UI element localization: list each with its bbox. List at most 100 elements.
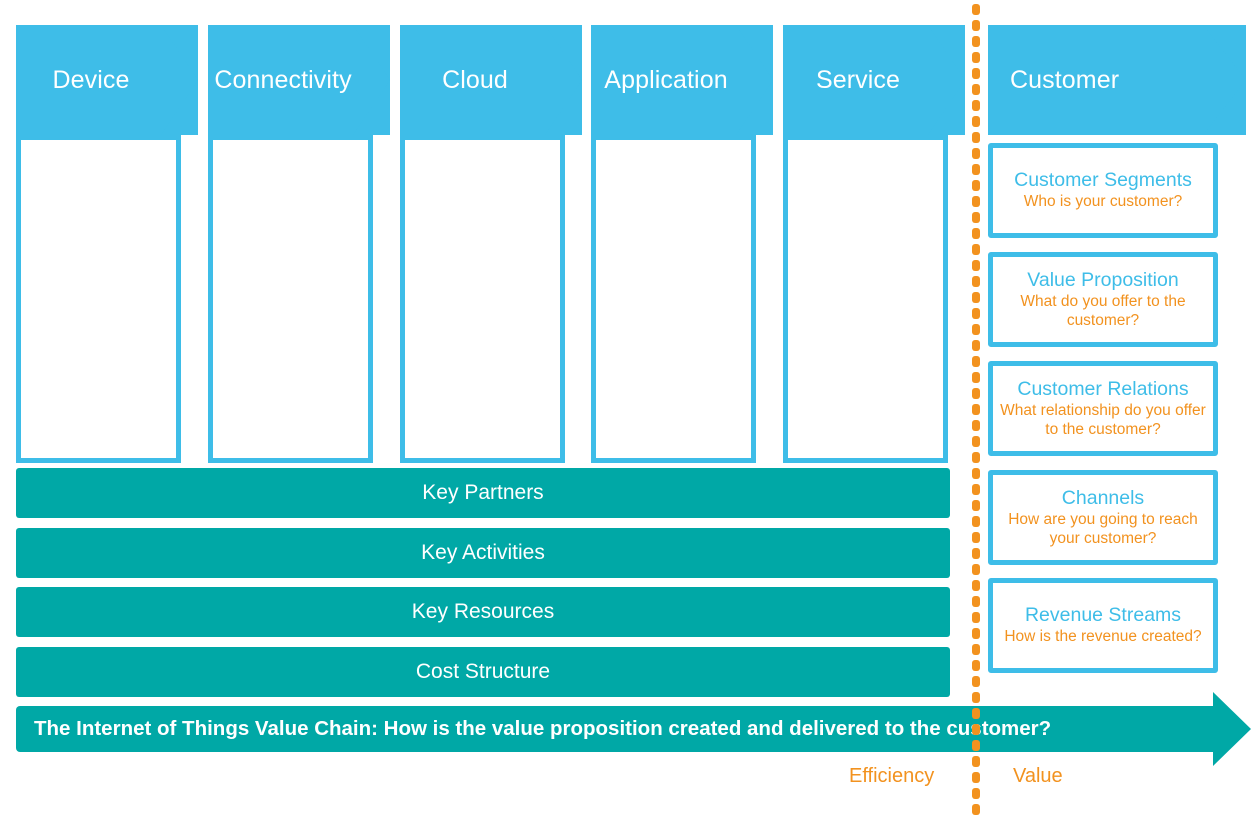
divider-dash — [972, 4, 980, 15]
divider-dash — [972, 628, 980, 639]
customer-box-title: Customer Relations — [1017, 378, 1189, 401]
divider-dash — [972, 756, 980, 767]
divider-dash — [972, 260, 980, 271]
divider-dash — [972, 100, 980, 111]
divider-dash — [972, 340, 980, 351]
stage-column-cloud[interactable]: Cloud — [400, 25, 582, 135]
stage-label-device: Device — [52, 65, 130, 94]
divider-dash — [972, 596, 980, 607]
foundation-bar-key-partners[interactable]: Key Partners — [16, 468, 950, 518]
divider-dash — [972, 84, 980, 95]
divider-dash — [972, 388, 980, 399]
divider-dash — [972, 164, 980, 175]
stage-chevron-device — [16, 25, 198, 135]
divider-dash — [972, 676, 980, 687]
stage-body-device[interactable] — [16, 135, 181, 463]
stage-column-application[interactable]: Application — [591, 25, 773, 135]
stage-column-service[interactable]: Service — [783, 25, 965, 135]
foundation-bar-key-resources[interactable]: Key Resources — [16, 587, 950, 637]
divider-dash — [972, 804, 980, 815]
divider-dash — [972, 548, 980, 559]
value-chain-arrow-shaft[interactable]: The Internet of Things Value Chain: How … — [16, 706, 1166, 752]
divider-dash — [972, 132, 980, 143]
divider-dash — [972, 612, 980, 623]
customer-box-revenue-streams[interactable]: Revenue Streams How is the revenue creat… — [988, 578, 1218, 673]
footer-label-efficiency: Efficiency — [849, 765, 935, 787]
stage-chevron-application — [591, 25, 773, 135]
divider-dash — [972, 484, 980, 495]
divider-dash — [972, 452, 980, 463]
divider-dash — [972, 36, 980, 47]
divider-dash — [972, 788, 980, 799]
stage-label-customer: Customer — [1010, 65, 1120, 94]
stage-column-customer[interactable]: Customer — [988, 25, 1246, 135]
foundation-bar-label: Key Resources — [411, 600, 555, 623]
stage-body-cloud[interactable] — [400, 135, 565, 463]
foundation-bar-label: Key Partners — [422, 481, 544, 504]
divider-dash — [972, 500, 980, 511]
divider-dash — [972, 196, 980, 207]
divider-dash — [972, 52, 980, 63]
stage-body-connectivity[interactable] — [208, 135, 373, 463]
divider-dash — [972, 228, 980, 239]
divider-dash — [972, 468, 980, 479]
divider-dash — [972, 580, 980, 591]
stage-label-cloud: Cloud — [442, 65, 508, 94]
stage-chevron-cloud — [400, 25, 582, 135]
customer-box-subtitle: How are you going to reach your customer… — [1008, 511, 1198, 547]
stage-label-application: Application — [604, 65, 728, 94]
customer-box-subtitle: Who is your customer? — [1023, 193, 1183, 211]
stage-label-connectivity: Connectivity — [214, 65, 352, 94]
divider-dash — [972, 436, 980, 447]
customer-box-title: Customer Segments — [1014, 169, 1192, 192]
value-chain-arrow-label: The Internet of Things Value Chain: How … — [34, 717, 1052, 740]
divider-dash — [972, 404, 980, 415]
foundation-bar-label: Key Activities — [421, 541, 545, 564]
divider-dash — [972, 372, 980, 383]
divider-dash — [972, 564, 980, 575]
divider-dash — [972, 516, 980, 527]
customer-box-title: Channels — [1061, 487, 1145, 510]
divider-dash — [972, 324, 980, 335]
customer-box-title: Value Proposition — [1027, 269, 1179, 292]
divider-dash — [972, 20, 980, 31]
value-chain-arrow-head — [1155, 692, 1251, 766]
footer-label-value: Value — [1013, 765, 1063, 787]
divider-dash — [972, 356, 980, 367]
customer-box-subtitle: What do you offer to the customer? — [1020, 293, 1186, 329]
divider-dash — [972, 308, 980, 319]
stage-column-device[interactable]: Device — [16, 25, 198, 135]
foundation-bar-key-activities[interactable]: Key Activities — [16, 528, 950, 578]
divider-dash — [972, 532, 980, 543]
divider-dash — [972, 772, 980, 783]
divider-dash — [972, 644, 980, 655]
stage-body-application[interactable] — [591, 135, 756, 463]
stage-chevron-customer — [988, 25, 1246, 135]
stage-column-connectivity[interactable]: Connectivity — [208, 25, 390, 135]
customer-box-subtitle: What relationship do you offer to the cu… — [1000, 402, 1206, 438]
customer-box-customer-segments[interactable]: Customer Segments Who is your customer? — [988, 143, 1218, 238]
stage-chevron-service — [783, 25, 965, 135]
divider-dash — [972, 692, 980, 703]
divider-dash — [972, 276, 980, 287]
divider-dash — [972, 148, 980, 159]
customer-box-customer-relations[interactable]: Customer Relations What relationship do … — [988, 361, 1218, 456]
foundation-bar-cost-structure[interactable]: Cost Structure — [16, 647, 950, 697]
divider-dash — [972, 244, 980, 255]
stage-body-service[interactable] — [783, 135, 948, 463]
divider-dash — [972, 212, 980, 223]
customer-box-title: Revenue Streams — [1024, 604, 1182, 627]
stage-chevron-connectivity — [208, 25, 390, 135]
divider-dash — [972, 740, 980, 751]
divider-dash — [972, 116, 980, 127]
stage-label-service: Service — [815, 65, 901, 94]
divider-dash — [972, 180, 980, 191]
foundation-bar-label: Cost Structure — [415, 660, 551, 683]
customer-box-channels[interactable]: Channels How are you going to reach your… — [988, 470, 1218, 565]
customer-box-value-proposition[interactable]: Value Proposition What do you offer to t… — [988, 252, 1218, 347]
divider-dash — [972, 292, 980, 303]
divider-dash — [972, 660, 980, 671]
divider-dash — [972, 724, 980, 735]
customer-box-subtitle: How is the revenue created? — [1004, 628, 1202, 646]
